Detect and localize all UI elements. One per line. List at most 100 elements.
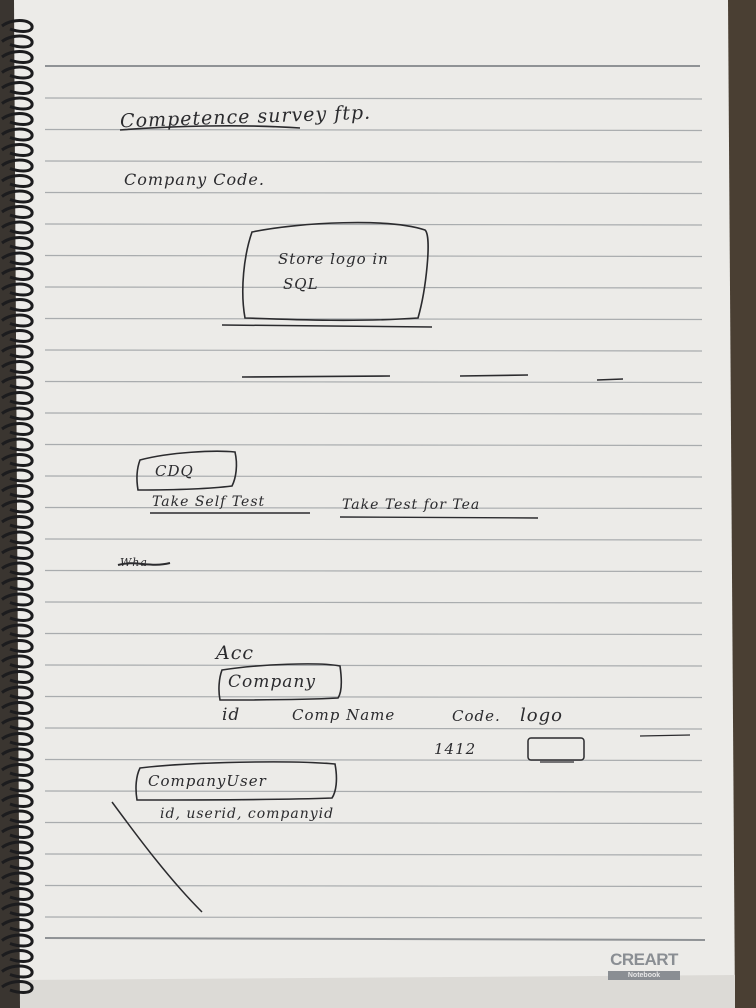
spiral-coil	[1, 856, 34, 870]
spiral-coil	[1, 174, 34, 188]
company-table-label: Company	[228, 672, 316, 692]
brand-tagline: Notebook	[608, 971, 680, 980]
company-box	[218, 663, 343, 701]
creart-logo: CREART Notebook	[608, 950, 680, 980]
spiral-coil	[1, 34, 34, 49]
spiral-coil	[1, 515, 34, 529]
spiral-coil	[1, 685, 34, 700]
spiral-coil	[1, 499, 34, 514]
title-underline	[119, 125, 301, 131]
bottom-margin-line	[44, 937, 706, 941]
ruled-line	[44, 664, 703, 667]
store-logo-text-line1: Store logo in	[278, 250, 389, 268]
acc-text: Acc	[216, 642, 255, 664]
spiral-coil	[1, 794, 34, 808]
take-test-for-team-text: Take Test for Tea	[342, 497, 481, 513]
ruled-line	[44, 853, 703, 856]
brand-name: CREART	[610, 950, 678, 969]
logo-trailing-dash	[639, 734, 691, 737]
spiral-coil	[1, 50, 34, 64]
page-bottom-shade	[20, 975, 735, 1008]
column-logo: logo	[520, 705, 563, 726]
ruled-line	[44, 538, 703, 541]
spiral-coil	[1, 236, 34, 250]
cdq-label: CDQ	[155, 462, 194, 480]
notebook-page	[14, 0, 735, 1008]
spiral-coil	[1, 391, 34, 405]
spiral-coil	[1, 220, 34, 235]
spiral-coil	[1, 918, 34, 932]
spiral-coil	[1, 980, 34, 994]
ruled-line	[44, 160, 703, 163]
spiral-coil	[1, 840, 34, 855]
spiral-coil	[1, 81, 34, 95]
spiral-coil	[1, 96, 34, 111]
spiral-coil	[1, 964, 34, 979]
spiral-coil	[1, 329, 34, 343]
scribble-text: Wha	[120, 556, 148, 569]
spiral-coil	[1, 561, 34, 576]
spiral-coil	[1, 267, 34, 281]
ruled-line	[44, 128, 703, 132]
company-user-table-label: CompanyUser	[148, 772, 267, 790]
spiral-coil	[1, 282, 34, 297]
spiral-coil	[1, 112, 34, 126]
ruled-line	[44, 97, 703, 100]
spiral-coil	[1, 530, 34, 545]
spiral-coil	[1, 453, 34, 467]
ruled-line	[44, 349, 703, 352]
spiral-coil	[1, 778, 34, 793]
spiral-coil	[1, 158, 34, 173]
spiral-coil	[1, 313, 34, 328]
ruled-line	[44, 443, 703, 447]
spiral-coil	[1, 701, 34, 715]
spiral-coil	[1, 484, 34, 498]
logo-placeholder-box	[527, 737, 585, 761]
spiral-coil	[1, 205, 34, 219]
spiral-coil	[1, 887, 34, 901]
ruled-lines	[44, 97, 703, 919]
ruled-line	[44, 412, 703, 415]
spiral-coil	[1, 809, 34, 824]
spiral-coil	[1, 577, 34, 591]
spiral-coil	[1, 127, 34, 142]
spiral-coil	[1, 623, 34, 638]
spiral-coil	[1, 360, 34, 374]
strikethrough-scribble	[117, 562, 171, 566]
spiral-coil	[1, 902, 34, 917]
company-code-note: Company Code.	[124, 170, 265, 189]
ruled-line	[44, 569, 703, 573]
spiral-coil	[1, 747, 34, 762]
spiral-coil	[1, 546, 34, 560]
dash-line-3	[596, 378, 624, 381]
box-underline	[221, 324, 433, 328]
spiral-coil	[1, 189, 34, 204]
ruled-line	[44, 506, 703, 510]
ruled-line	[44, 286, 703, 289]
spiral-coil	[1, 437, 34, 452]
spiral-binding	[1, 19, 34, 994]
spiral-coil	[1, 763, 34, 777]
company-user-columns: id, userid, companyid	[160, 806, 335, 822]
spiral-coil	[1, 298, 34, 312]
spiral-coil	[1, 592, 34, 607]
column-code: Code.	[452, 707, 501, 725]
dash-line-1	[241, 375, 391, 378]
spiral-coil	[1, 716, 34, 731]
ruled-line	[44, 727, 703, 730]
spiral-coil	[1, 251, 34, 266]
ruled-line	[44, 317, 703, 321]
ruled-line	[44, 475, 703, 478]
company-user-box	[135, 761, 338, 801]
ruled-line	[44, 695, 703, 699]
spiral-coil	[1, 608, 34, 622]
spiral-coil	[1, 406, 34, 421]
spiral-coil	[1, 933, 34, 948]
ruled-line	[44, 884, 703, 888]
spiral-coil	[1, 143, 34, 157]
arc-stroke	[111, 801, 203, 913]
team-test-underline	[339, 516, 539, 519]
spiral-coil	[1, 949, 34, 963]
ruled-line	[44, 601, 703, 604]
sample-code-value: 1412	[434, 740, 477, 758]
